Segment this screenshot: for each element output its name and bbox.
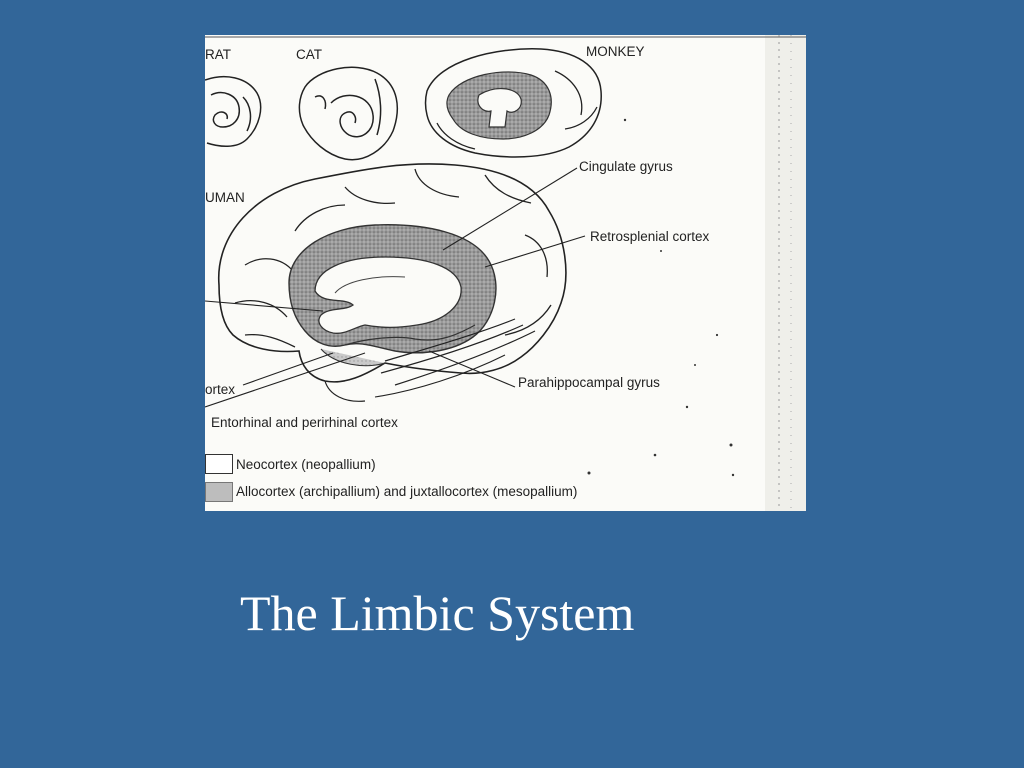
human-label: UMAN (205, 190, 245, 205)
scan-speckles (587, 118, 735, 477)
human-brain (218, 163, 567, 402)
entorhinal-perirhinal-label: Entorhinal and perirhinal cortex (211, 415, 398, 430)
slide-title: The Limbic System (240, 585, 635, 641)
limbic-diagram-figure: RAT CAT MONKEY UMAN Cingulate gyrus Retr… (205, 35, 806, 511)
monkey-label: MONKEY (586, 44, 645, 59)
cat-label: CAT (296, 47, 322, 62)
page-edge-shadow (765, 35, 806, 511)
ortex-label: ortex (205, 382, 236, 397)
cingulate-gyrus-label: Cingulate gyrus (579, 159, 673, 174)
allocortex-legend-swatch (205, 482, 233, 502)
allocortex-legend-label: Allocortex (archipallium) and juxtalloco… (236, 484, 578, 499)
leader-lines (205, 167, 586, 408)
cat-brain (298, 66, 399, 161)
retrosplenial-cortex-label: Retrosplenial cortex (590, 229, 710, 244)
rat-brain (205, 76, 262, 147)
brain-drawing (205, 35, 806, 511)
neocortex-legend-label: Neocortex (neopallium) (236, 457, 376, 472)
parahippocampal-gyrus-label: Parahippocampal gyrus (518, 375, 660, 390)
monkey-brain (424, 48, 602, 158)
rat-label: RAT (205, 47, 231, 62)
neocortex-legend-swatch (205, 454, 233, 474)
